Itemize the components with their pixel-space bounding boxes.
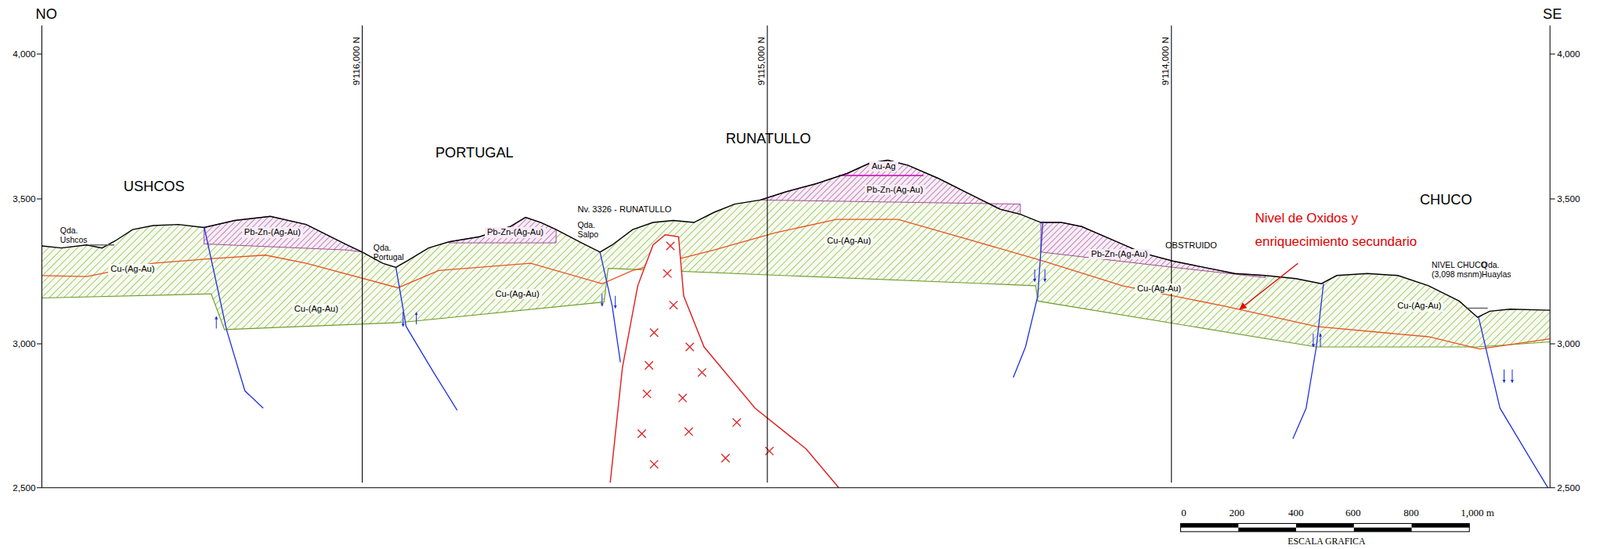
fault-line	[1013, 221, 1044, 378]
section-label: 0	[1181, 507, 1187, 520]
scale-bar	[1180, 523, 1470, 531]
intrusive-symbol	[678, 393, 687, 402]
section-label: Qda. Salpo	[577, 221, 612, 241]
zone-label: Pb-Zn-(Ag-Au)	[484, 227, 546, 238]
zone-label: Cu-(Ag-Au)	[493, 288, 542, 300]
intrusive-symbol	[650, 328, 658, 337]
intrusive-symbol	[765, 447, 773, 456]
ore-zone: Cu-(Ag-Au)	[292, 303, 341, 315]
intrusive-symbol	[686, 343, 694, 351]
ore-zone: Cu-(Ag-Au)	[108, 263, 157, 275]
section-label: Qda. Portugal	[373, 243, 420, 263]
section-label: 4,000	[1556, 48, 1580, 59]
section-label: PORTUGAL	[435, 144, 514, 162]
intrusive-symbol	[669, 300, 678, 309]
zone-label: Pb-Zn-(Ag-Au)	[1088, 249, 1150, 260]
fault-line	[396, 267, 458, 410]
fault-arrow	[1319, 333, 1321, 347]
ore-zone: Pb-Zn-(Ag-Au)	[1088, 249, 1150, 260]
intrusive-symbol	[644, 361, 653, 369]
fault-arrow	[1511, 369, 1513, 383]
ore-zone: Cu-(Ag-Au)	[493, 288, 542, 300]
fault-line	[1478, 317, 1549, 488]
pb-zn-zone	[1040, 222, 1266, 278]
section-label: Qda. Huaylas	[1481, 260, 1523, 280]
pb-zn-zone	[760, 160, 1021, 215]
frame-grid	[36, 25, 1556, 488]
fault-arrow	[1044, 269, 1046, 282]
section-label: ESCALA GRAFICA	[1287, 536, 1366, 547]
zone-label: Cu-(Ag-Au)	[824, 235, 874, 246]
fault-arrow	[402, 312, 404, 327]
intrusive-symbol	[637, 429, 646, 438]
intrusive-symbol	[684, 427, 693, 436]
fault-arrow	[1503, 369, 1505, 383]
zone-label: Cu-(Ag-Au)	[108, 263, 157, 275]
ore-zone: Pb-Zn-(Ag-Au)	[241, 227, 304, 238]
section-label: 9'115,000 N	[755, 36, 766, 86]
section-label: 2,500	[12, 482, 36, 493]
zone-label: Pb-Zn-(Ag-Au)	[864, 184, 926, 196]
section-label: NO	[36, 6, 58, 23]
topography	[41, 160, 1550, 318]
section-label: USHCOS	[123, 178, 185, 196]
section-label: 3,500	[1556, 193, 1580, 204]
zone-label: Pb-Zn-(Ag-Au)	[241, 227, 304, 238]
section-label: Qda. Ushcos	[60, 226, 102, 246]
section-label: 3,000	[12, 338, 36, 349]
zone-label: Cu-(Ag-Au)	[1394, 300, 1444, 311]
fault-arrow	[614, 296, 616, 309]
section-label: CHUCO	[1419, 191, 1473, 209]
section-label: Nv. 3326 - RUNATULLO	[577, 204, 672, 215]
section-label: 9'116,000 N	[350, 36, 362, 86]
intrusive-symbol	[721, 454, 730, 463]
section-label: 200	[1228, 507, 1245, 520]
cu-zone-base	[41, 268, 1550, 347]
section-label: 3,500	[12, 193, 36, 204]
intrusive-symbol	[733, 418, 741, 427]
section-label: 400	[1288, 507, 1304, 520]
fault-line	[599, 252, 621, 363]
ore-zone: Cu-(Ag-Au)	[1134, 283, 1184, 294]
level-mark	[90, 245, 1489, 309]
section-label: 1,000 m	[1460, 507, 1495, 520]
ore-zone: Cu-(Ag-Au)	[1394, 300, 1444, 311]
section-label: 4,000	[12, 48, 36, 59]
ore-zone: Pb-Zn-(Ag-Au)	[484, 227, 546, 238]
fault-arrow	[601, 293, 603, 307]
section-label: Nivel de Oxidos y enriquecimiento secund…	[1255, 207, 1450, 254]
section-label: OBSTRUIDO	[1165, 239, 1218, 250]
section-label: RUNATULLO	[725, 130, 812, 148]
intrusive-symbol	[650, 460, 658, 469]
section-label: 800	[1403, 507, 1420, 520]
ore-zone: Pb-Zn-(Ag-Au)	[864, 184, 926, 196]
zone-label: Au-Ag	[869, 161, 899, 172]
intrusive-symbol	[642, 390, 651, 398]
section-label: 2,500	[1556, 482, 1580, 493]
fault-arrow	[216, 316, 217, 329]
fault-arrow	[415, 312, 417, 326]
zone-label: Cu-(Ag-Au)	[292, 303, 341, 315]
callout-arrow	[1239, 263, 1298, 310]
ore-zone: Au-Ag	[869, 161, 899, 172]
fault-line	[204, 226, 264, 409]
section-label: SE	[1542, 6, 1562, 23]
fault-line	[1293, 283, 1324, 439]
section-label: 600	[1345, 507, 1362, 520]
section-label: 3,000	[1556, 338, 1580, 349]
intrusive-symbol	[697, 368, 706, 376]
fault-arrow	[1312, 333, 1314, 347]
au-ag-zone	[838, 174, 924, 177]
cu-zone	[41, 160, 1550, 347]
zone-label: Cu-(Ag-Au)	[1134, 283, 1184, 294]
intrusive-symbol	[663, 269, 672, 278]
intrusive-body	[610, 234, 839, 488]
fault-arrow	[1034, 269, 1036, 282]
section-label: 9'114,000 N	[1159, 36, 1171, 86]
ore-zone: Cu-(Ag-Au)	[824, 235, 874, 246]
intrusive-symbol	[666, 241, 675, 250]
